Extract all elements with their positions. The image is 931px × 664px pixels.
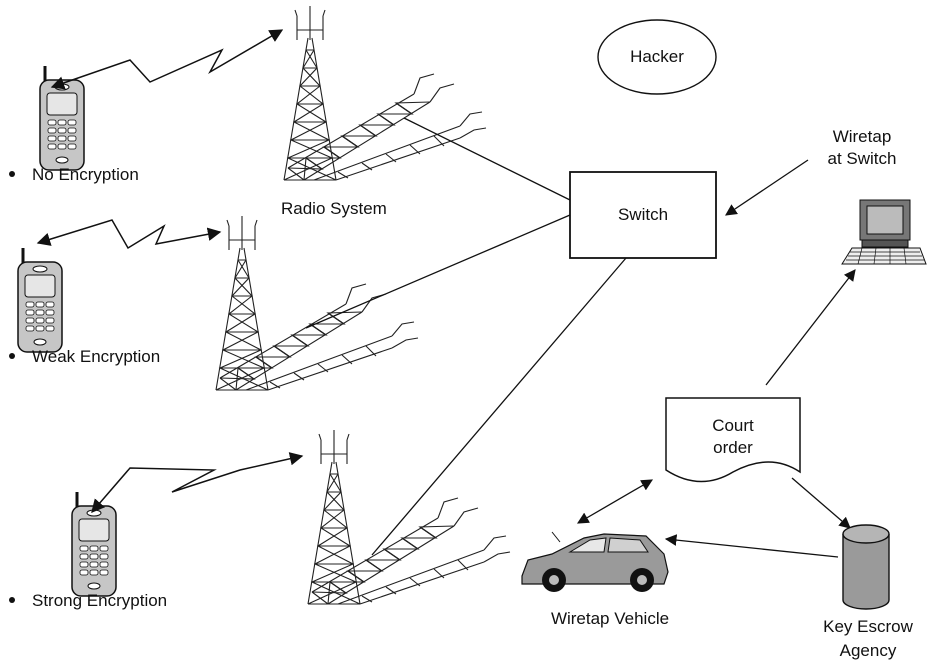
switch-node: Switch [569,171,717,259]
switch-label: Switch [618,205,668,224]
wireless-link [91,452,304,514]
court-order-label: Court [712,416,754,435]
network-link [305,117,627,556]
wiretap-switch-label: at Switch [828,149,897,168]
court-to-escrow-arrow [791,477,851,529]
wireless-link [36,219,222,250]
escrow-to-vehicle-arrow [664,534,839,558]
wiretap-arrow [725,159,809,216]
vehicle-court-arrow [576,479,654,524]
key-escrow-label: Agency [840,641,897,660]
radio-tower-icon [283,5,487,181]
cell-phone-icon [16,246,64,354]
court-order-document: Court order [665,397,801,483]
cell-phone-icon [70,490,118,598]
court-to-computer-arrow [765,269,856,386]
phone-label: Strong Encryption [32,591,167,610]
phone-label: Weak Encryption [32,347,160,366]
radio-tower-icon [215,215,419,391]
wiretap-switch-label: Wiretap [833,127,892,146]
cell-phone-icon [38,64,86,172]
key-escrow-label: Key Escrow [823,617,913,636]
database-cylinder-icon [842,524,890,610]
court-order-label: order [713,438,753,457]
phone-label: No Encryption [32,165,139,184]
phone-label-group: No Encryption Weak Encryption Strong Enc… [9,165,167,610]
computer-icon [841,199,927,265]
car-icon [521,531,669,592]
hacker-label: Hacker [630,47,684,66]
wiretap-vehicle-label: Wiretap Vehicle [551,609,669,628]
radio-system-label: Radio System [281,199,387,218]
wireless-link [50,29,284,90]
radio-tower-icon [307,429,511,605]
hacker-node: Hacker [597,19,717,95]
